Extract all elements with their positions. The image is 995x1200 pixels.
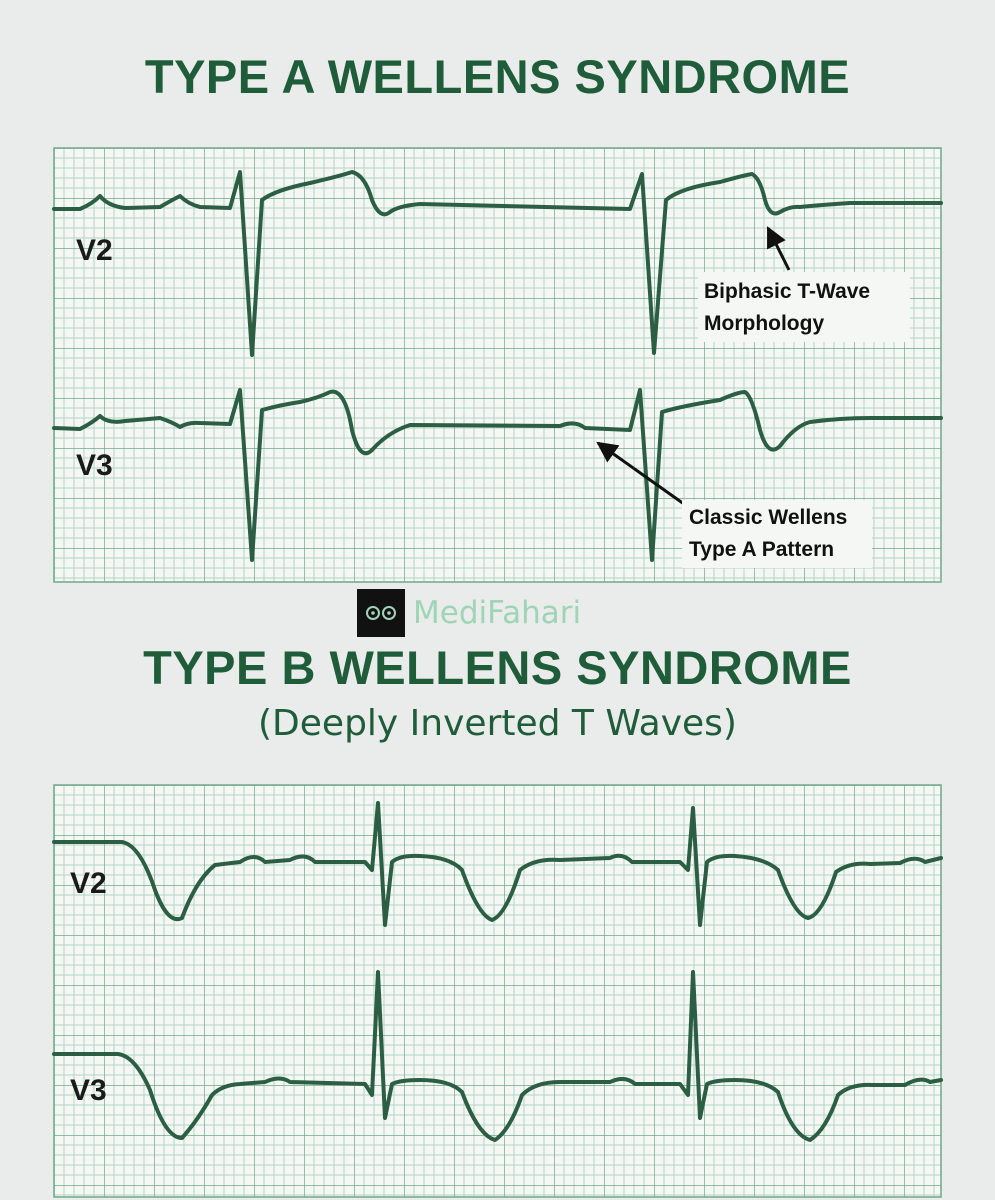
type-b-title: TYPE B WELLENS SYNDROME bbox=[143, 641, 852, 694]
biphasic-label-line2: Morphology bbox=[704, 312, 824, 335]
classic-label-line2: Type A Pattern bbox=[689, 538, 834, 561]
biphasic-arrow bbox=[766, 226, 791, 271]
ecg-grid-paper-b bbox=[54, 785, 941, 1197]
classic-label-box bbox=[682, 500, 872, 568]
type-a-lead-v2-label: V2 bbox=[76, 234, 113, 267]
ecg-grid-b bbox=[53, 784, 942, 1198]
type-a-lead-v3-label: V3 bbox=[76, 449, 113, 482]
biphasic-label-line1: Biphasic T-Wave bbox=[704, 280, 870, 303]
type-a-title: TYPE A WELLENS SYNDROME bbox=[144, 50, 851, 103]
type-b-lead-v3-label: V3 bbox=[70, 1074, 107, 1107]
watermark-text: MediFahari bbox=[413, 595, 582, 631]
type-b-subtitle: (Deeply Inverted T Waves) bbox=[258, 703, 737, 744]
watermark: MediFahari bbox=[357, 589, 581, 637]
biphasic-label-box bbox=[698, 272, 910, 342]
classic-arrow bbox=[596, 441, 685, 506]
type-a-v3-trace bbox=[52, 388, 943, 562]
classic-label-line1: Classic Wellens bbox=[689, 506, 847, 529]
type-b-v2-trace bbox=[52, 801, 943, 927]
owl-eyes-icon bbox=[357, 589, 405, 637]
type-a-ecg-panel: V2 V3 Biphasic T-Wave Morphology Classic… bbox=[52, 147, 943, 583]
type-b-lead-v2-label: V2 bbox=[70, 867, 107, 900]
type-a-v2-trace bbox=[52, 170, 943, 357]
type-b-v3-trace bbox=[52, 970, 943, 1142]
